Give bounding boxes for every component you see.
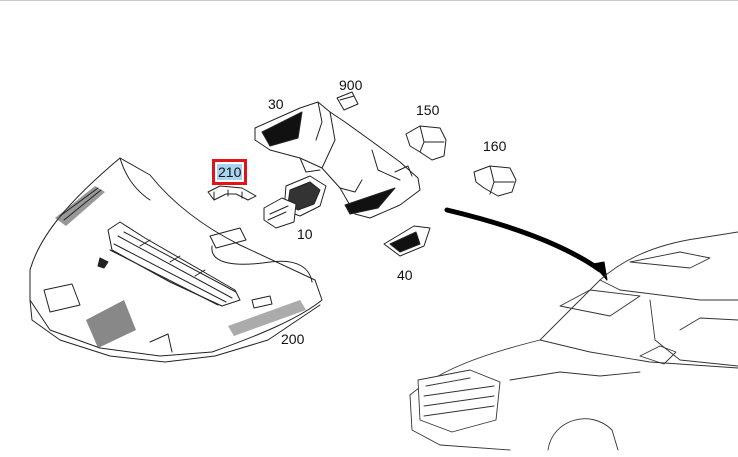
top-border <box>0 0 738 1</box>
location-arrow-head <box>592 261 608 281</box>
mount-30[interactable] <box>254 101 421 219</box>
cover-40[interactable] <box>383 225 431 257</box>
callout-200[interactable]: 200 <box>281 331 305 347</box>
callout-160[interactable]: 160 <box>483 138 507 154</box>
callout-10[interactable]: 10 <box>297 226 313 242</box>
callout-30[interactable]: 30 <box>268 96 284 112</box>
callout-150[interactable]: 150 <box>416 102 440 118</box>
callout-900[interactable]: 900 <box>339 77 363 93</box>
camera-module-10[interactable] <box>263 175 327 229</box>
camera-160[interactable] <box>473 165 517 197</box>
overhead-panel-200[interactable] <box>29 157 323 363</box>
vehicle-outline <box>409 231 738 451</box>
callout-40[interactable]: 40 <box>397 267 413 283</box>
bracket-210[interactable] <box>207 185 257 201</box>
clip-900[interactable] <box>336 91 359 111</box>
callout-210[interactable]: 210 <box>211 159 248 185</box>
camera-150[interactable] <box>405 125 447 161</box>
location-arrow <box>444 207 603 273</box>
